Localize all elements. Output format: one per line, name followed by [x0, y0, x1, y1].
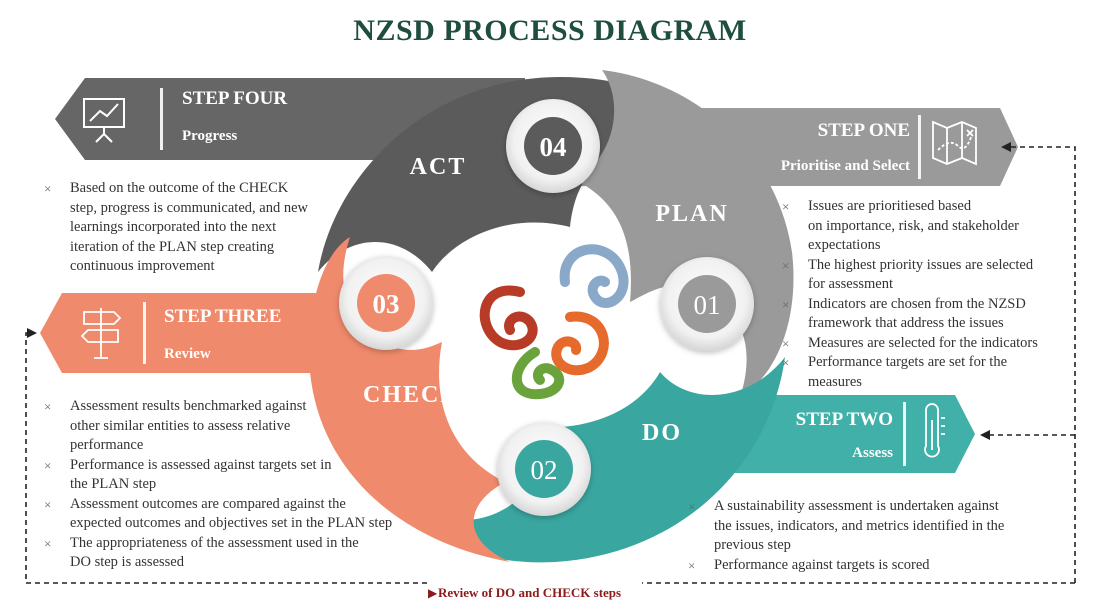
act-bullet-line: iteration of the PLAN step creating [70, 238, 275, 255]
page-title: NZSD PROCESS DIAGRAM [353, 14, 747, 47]
do-badge: 02 [497, 422, 591, 516]
do-bullet-item: × Performance against targets is scored [684, 556, 1064, 576]
plan-label: PLAN [655, 201, 728, 227]
step-one-title: STEP ONE [818, 120, 910, 141]
check-bullet-item: × Assessment outcomes are compared agains… [40, 495, 440, 534]
act-label: ACT [410, 154, 467, 180]
plan-bullet-line: expectations [808, 237, 881, 253]
signpost-icon [80, 308, 122, 359]
check-bullet-line: the PLAN step [70, 476, 157, 492]
do-bullet-item: × A sustainability assessment is undertak… [684, 497, 1064, 556]
plan-bullet-item: × Performance targets are set for the meas… [778, 353, 1078, 392]
do-badge-number: 02 [531, 455, 558, 485]
act-badge: 04 [506, 99, 600, 193]
check-label: CHECK [363, 382, 461, 408]
bullet-cross-icon: × [782, 335, 790, 351]
check-bullet-line: The appropriateness of the assessment us… [70, 534, 359, 551]
plan-bullet-line: Measures are selected for the indicators [808, 334, 1038, 351]
bullet-cross-icon: × [44, 535, 52, 551]
plan-bullet-item: × Indicators are chosen from the NZSD fram… [778, 295, 1078, 334]
check-bullet-line: Performance is assessed against targets … [70, 456, 332, 473]
plan-bullet-item: × The highest priority issues are selecte… [778, 256, 1078, 295]
act-bullet-item: × Based on the outcome of the CHECK step, … [40, 179, 340, 277]
step-three-title: STEP THREE [164, 306, 281, 327]
plan-bullet-line: for assessment [808, 276, 893, 292]
act-bullet-line: continuous improvement [70, 258, 215, 274]
check-bullet-line: Assessment outcomes are compared against… [70, 495, 346, 512]
do-bullet-line: the issues, indicators, and metrics iden… [714, 517, 1005, 534]
do-label: DO [642, 420, 682, 446]
thermometer-icon [924, 403, 945, 458]
map-icon [932, 120, 977, 166]
plan-bullet-line: Issues are prioritiesed based [808, 198, 972, 214]
check-bullet-item: × The appropriateness of the assessment u… [40, 534, 440, 573]
plan-bullet-item: × Measures are selected for the indicator… [778, 334, 1078, 354]
check-segment [309, 237, 510, 562]
act-badge-number: 04 [540, 132, 567, 162]
loop-to-step-one-arrow [1001, 142, 1076, 583]
act-bullet-line: learnings incorporated into the next [70, 219, 277, 235]
step-three-subtitle: Review [164, 346, 211, 362]
step-one-subtitle: Prioritise and Select [781, 158, 910, 174]
plan-bullet-line: Performance targets are set for the [808, 354, 1008, 370]
plan-badge: 01 [660, 257, 754, 351]
plan-bullet-list: × Issues are prioritiesed based on importa… [778, 197, 1078, 392]
plan-bullet-line: measures [808, 373, 862, 390]
bullet-cross-icon: × [688, 499, 696, 514]
do-segment [415, 357, 785, 563]
step-four-title: STEP FOUR [182, 88, 287, 109]
check-badge-number: 03 [373, 289, 400, 319]
plan-bullet-item: × Issues are prioritiesed based on importa… [778, 197, 1078, 256]
step-two-title: STEP TWO [796, 409, 893, 430]
do-bullet-line: Performance against targets is scored [714, 556, 930, 573]
step-four-subtitle: Progress [182, 128, 237, 144]
check-badge: 03 [339, 256, 433, 350]
presentation-board-icon [83, 98, 125, 143]
act-bullet-line: Based on the outcome of the CHECK [70, 180, 289, 196]
plan-bullet-line: framework that address the issues [808, 315, 1004, 331]
check-bullet-list: × Assessment results benchmarked against o… [40, 397, 440, 573]
do-bullet-line: previous step [714, 537, 791, 553]
bullet-cross-icon: × [44, 496, 52, 512]
step-three-banner: STEP THREE Review [40, 293, 318, 373]
step-two-subtitle: Assess [852, 445, 893, 461]
nzsd-logo [479, 244, 629, 400]
check-bullet-line: Assessment results benchmarked against [70, 398, 307, 414]
bullet-cross-icon: × [688, 557, 696, 573]
plan-bullet-line: The highest priority issues are selected [808, 256, 1034, 273]
bullet-cross-icon: × [44, 399, 52, 414]
plan-bullet-line: Indicators are chosen from the NZSD [808, 295, 1026, 312]
act-bullet-line: step, progress is communicated, and new [70, 199, 308, 216]
check-bullet-line: DO step is assessed [70, 554, 184, 570]
plan-bullet-line: on importance, risk, and stakeholder [808, 217, 1019, 234]
check-bullet-line: expected outcomes and objectives set in … [70, 515, 393, 531]
bullet-cross-icon: × [44, 457, 52, 473]
check-bullet-item: × Assessment results benchmarked against o… [40, 397, 440, 456]
bullet-cross-icon: × [782, 296, 790, 312]
bullet-cross-icon: × [782, 257, 790, 273]
do-bullet-list: × A sustainability assessment is undertak… [684, 497, 1064, 575]
bullet-cross-icon: × [44, 181, 52, 196]
bullet-cross-icon: × [782, 355, 790, 370]
review-loop-label: Review of DO and CHECK steps [438, 585, 621, 600]
act-bullet-list: × Based on the outcome of the CHECK step, … [40, 179, 340, 277]
check-bullet-line: performance [70, 437, 144, 453]
check-bullet-item: × Performance is assessed against targets… [40, 456, 440, 495]
plan-badge-number: 01 [694, 290, 721, 320]
loop-label-arrow: ▶ [428, 586, 438, 600]
pdca-cycle: ACT PLAN DO CHECK 04 01 02 03 [309, 70, 794, 563]
check-bullet-line: other similar entities to assess relativ… [70, 417, 291, 434]
do-bullet-line: A sustainability assessment is undertake… [714, 498, 999, 514]
bullet-cross-icon: × [782, 199, 790, 214]
